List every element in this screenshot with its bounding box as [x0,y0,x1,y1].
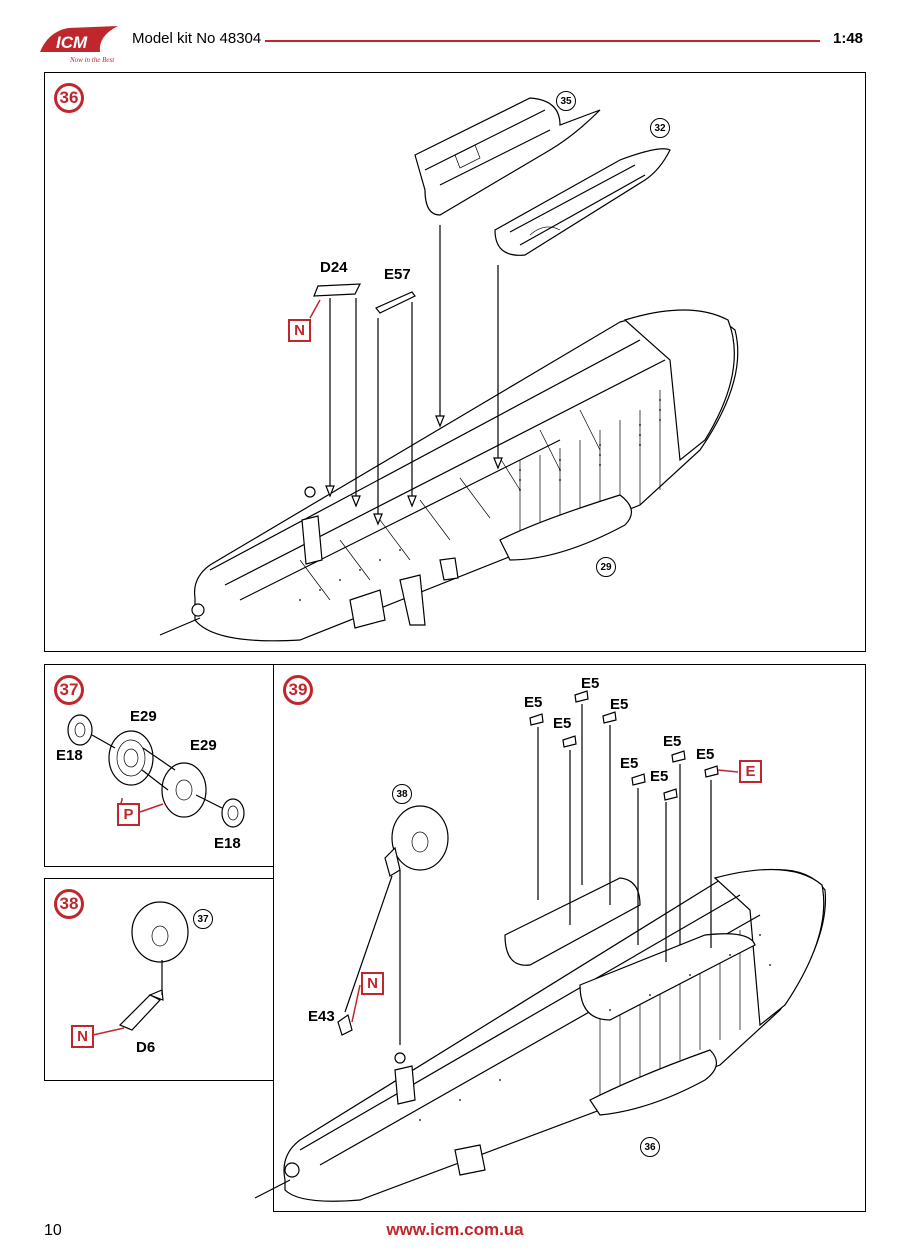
brand-logo: ICM Now in the Best [38,22,126,64]
step-36-fuselage [159,309,739,642]
header-rule [265,40,820,42]
part-label-d24: D24 [320,259,348,276]
brand-logo-text: ICM [56,33,88,52]
part-32-drawing [494,148,671,256]
ref-badge-36: 36 [640,1137,660,1157]
part-label-e43: E43 [308,1008,335,1025]
step-badge-36: 36 [54,83,84,113]
part-label-e5: E5 [696,746,715,763]
kit-title: Model kit No 48304 [132,30,262,47]
part-label-e5: E5 [553,715,572,732]
flag-box-p: P [117,803,140,826]
part-label-e5: E5 [524,694,543,711]
step-badge-37: 37 [54,675,84,705]
part-label-e18: E18 [56,747,83,764]
ref-badge-29: 29 [596,557,616,577]
part-35-drawing [414,97,601,216]
part-label-e5: E5 [610,696,629,713]
part-label-e29: E29 [190,737,217,754]
part-label-e5: E5 [650,768,669,785]
flag-box-n: N [71,1025,94,1048]
part-label-d6: D6 [136,1039,156,1056]
ref-badge-37: 37 [193,909,213,929]
ref-badge-32: 32 [650,118,670,138]
scale-label: 1:48 [833,30,864,47]
part-label-e5: E5 [620,755,639,772]
step-37-wheel [67,714,245,828]
step-36-arrows [309,225,503,526]
step-37-panel [44,664,274,867]
part-label-e57: E57 [384,266,411,283]
step-badge-39: 39 [283,675,313,705]
part-label-e5: E5 [581,675,600,692]
part-label-e29: E29 [130,708,157,725]
part-label-e5: E5 [663,733,682,750]
step-39-fuselage [254,868,827,1202]
part-e57-drawing [375,291,416,314]
flag-box-n: N [288,319,311,342]
flag-box-n: N [361,972,384,995]
page-number: 10 [44,1222,62,1239]
ref-badge-35: 35 [556,91,576,111]
step-badge-38: 38 [54,889,84,919]
part-d24-drawing [313,283,361,297]
brand-tagline: Now in the Best [69,56,115,64]
step-39-subparts [337,690,739,1045]
part-label-e18: E18 [214,835,241,852]
flag-box-e: E [739,760,762,783]
ref-badge-38: 38 [392,784,412,804]
step-38-assembly [92,901,189,1036]
website-link[interactable]: www.icm.com.ua [386,1220,524,1239]
